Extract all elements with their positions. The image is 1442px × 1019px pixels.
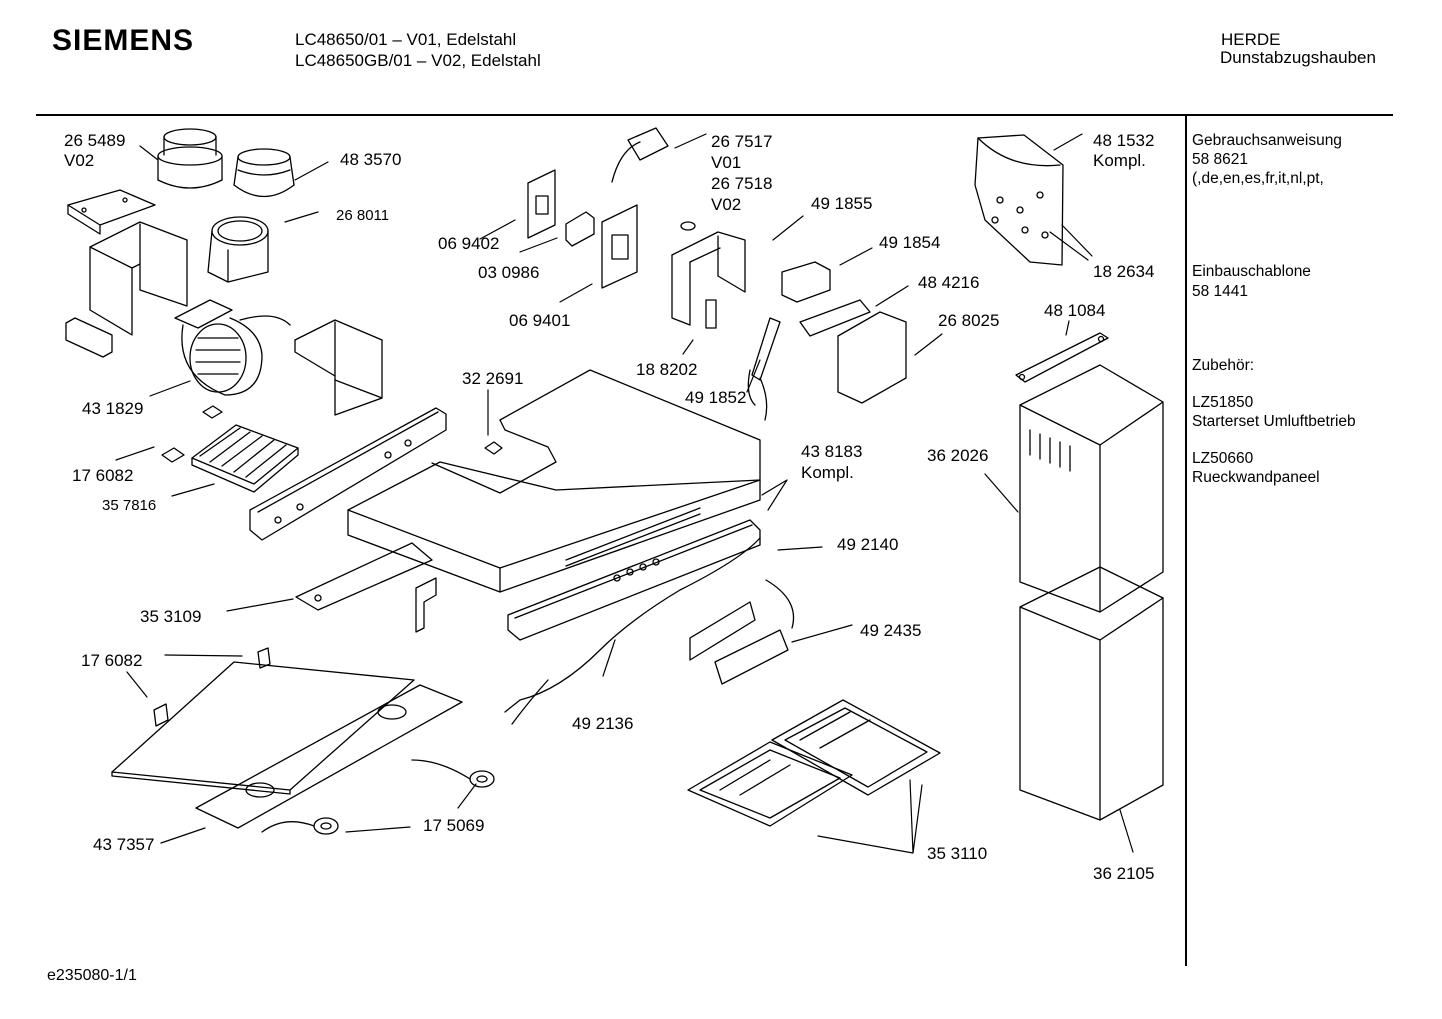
part-label: 26 7518 xyxy=(711,174,773,193)
backdraft-valve-part xyxy=(208,217,268,282)
part-label: 49 2435 xyxy=(860,621,922,640)
manual-languages: (,de,en,es,fr,it,nl,pt, xyxy=(1192,170,1324,187)
cover-plate-part xyxy=(112,662,462,828)
capacitor-cover-part xyxy=(672,222,745,328)
part-label: 06 9402 xyxy=(438,234,500,253)
chimney-bracket-part xyxy=(90,222,187,335)
upper-chimney-part xyxy=(1020,365,1163,612)
part-label: Kompl. xyxy=(1093,151,1146,170)
mounting-bracket-part xyxy=(68,190,155,234)
leader-lines xyxy=(116,134,1133,853)
part-label: 43 1829 xyxy=(82,399,144,418)
lamp-cable-part xyxy=(748,318,780,420)
part-label: 32 2691 xyxy=(462,369,524,388)
part-label: 49 1855 xyxy=(811,194,873,213)
motor-cover-part xyxy=(295,320,382,415)
part-label: 49 2136 xyxy=(572,714,634,733)
accessory-2-code: LZ50660 xyxy=(1192,450,1254,467)
relay-part xyxy=(566,212,594,246)
clip-part xyxy=(162,406,222,462)
chimney-bracket-top-part xyxy=(1016,333,1108,382)
part-label: 36 2105 xyxy=(1093,864,1155,883)
part-label: V01 xyxy=(711,153,742,172)
part-label: 35 7816 xyxy=(102,497,157,514)
siemens-logo: SIEMENS xyxy=(52,24,195,57)
power-cord-part xyxy=(612,128,668,182)
part-label: 18 2634 xyxy=(1093,262,1155,281)
model-line-1: LC48650/01 – V01, Edelstahl xyxy=(295,30,517,49)
part-label: 35 3109 xyxy=(140,607,202,626)
lower-chimney-part xyxy=(1020,567,1163,820)
ballast-part xyxy=(800,300,870,336)
accessory-1-code: LZ51850 xyxy=(1192,394,1254,411)
template-title: Einbauschablone xyxy=(1192,263,1311,280)
part-label: 48 1532 xyxy=(1093,131,1155,150)
part-label: 48 1084 xyxy=(1044,301,1106,320)
transformer-part xyxy=(782,262,830,302)
hood-body-part xyxy=(348,370,760,592)
part-label: 36 2026 xyxy=(927,446,989,465)
subcategory-label: Dunstabzugshauben xyxy=(1220,48,1376,67)
reducer-part xyxy=(234,149,294,197)
front-panel-part xyxy=(508,520,760,640)
blower-motor-part xyxy=(175,300,290,395)
part-label: 48 4216 xyxy=(918,273,980,292)
part-label: 43 8183 xyxy=(801,442,863,461)
drawing-id: e235080-1/1 xyxy=(47,967,137,984)
part-label: 35 3110 xyxy=(927,844,988,863)
part-label: V02 xyxy=(711,195,742,214)
duct-collar-part xyxy=(158,129,222,188)
rail-part xyxy=(250,408,446,540)
small-clamp-part xyxy=(66,318,112,357)
accessory-1-name: Starterset Umluftbetrieb xyxy=(1192,413,1356,430)
manual-bag-part xyxy=(975,135,1063,265)
part-label: 43 7357 xyxy=(93,835,155,854)
grease-filter-small-part xyxy=(192,425,298,492)
manual-title: Gebrauchsanweisung xyxy=(1192,132,1342,149)
category-label: HERDE xyxy=(1221,30,1281,49)
part-label: 17 6082 xyxy=(72,466,134,485)
part-label: V02 xyxy=(64,151,95,170)
accessories-title: Zubehör: xyxy=(1192,357,1255,374)
grease-filter-large-part xyxy=(688,700,940,826)
light-fitting-part xyxy=(262,760,494,834)
electronics-board-part xyxy=(690,580,794,684)
part-label: 49 1852 xyxy=(685,388,747,407)
clip-pair-part xyxy=(154,648,270,726)
part-label: 49 1854 xyxy=(879,233,941,252)
light-cover-part xyxy=(838,312,906,403)
control-box-part xyxy=(602,205,637,288)
part-label: 17 5069 xyxy=(423,816,485,835)
template-number: 58 1441 xyxy=(1192,283,1249,300)
part-label: 49 2140 xyxy=(837,535,899,554)
part-label: 26 8025 xyxy=(938,311,1000,330)
wiring-harness-part xyxy=(505,538,760,724)
part-label: 26 7517 xyxy=(711,132,773,151)
part-label: 06 9401 xyxy=(509,311,571,330)
part-label: 48 3570 xyxy=(340,150,402,169)
switch-bracket-part xyxy=(528,170,555,238)
sidebar-divider xyxy=(1185,116,1187,966)
part-label: 26 8011 xyxy=(336,207,390,224)
mounting-rail-part xyxy=(296,543,436,632)
part-label: 18 8202 xyxy=(636,360,698,379)
part-label: Kompl. xyxy=(801,463,854,482)
model-line-2: LC48650GB/01 – V02, Edelstahl xyxy=(295,51,541,70)
accessory-2-name: Rueckwandpaneel xyxy=(1192,469,1320,486)
part-label: 17 6082 xyxy=(81,651,143,670)
manual-number: 58 8621 xyxy=(1192,151,1249,168)
part-label: 03 0986 xyxy=(478,263,540,282)
part-label: 26 5489 xyxy=(64,131,126,150)
switch-module-part xyxy=(485,442,502,454)
header-divider xyxy=(36,114,1393,116)
